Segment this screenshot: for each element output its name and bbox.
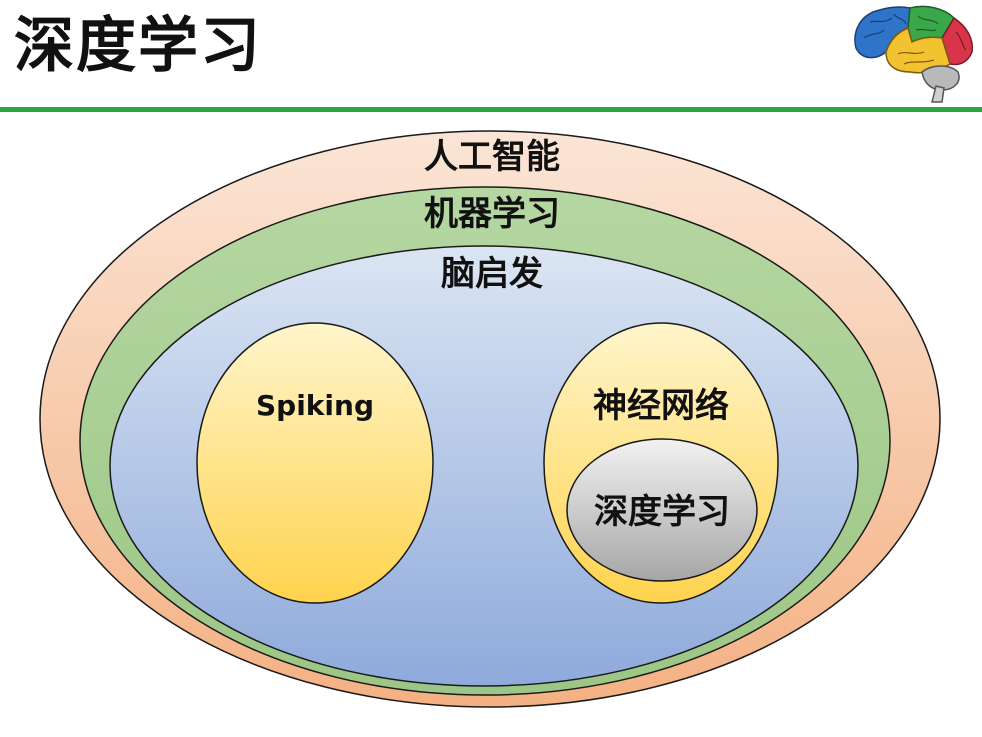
- deep-learning-label: 深度学习: [594, 492, 730, 532]
- ai-label: 人工智能: [424, 137, 560, 177]
- deep-learning-set: [566, 438, 758, 582]
- spiking-label: Spiking: [256, 389, 374, 422]
- ml-label: 机器学习: [424, 194, 560, 234]
- spiking-set: [196, 322, 434, 604]
- page-title: 深度学习: [14, 11, 262, 81]
- title-divider: [0, 107, 982, 112]
- venn-diagram: 人工智能 机器学习 脑启发 Spiking 神经网络 深度学习: [39, 130, 941, 708]
- neural-networks-label: 神经网络: [593, 386, 729, 426]
- brain-icon: [854, 5, 974, 103]
- brain-inspired-label: 脑启发: [441, 254, 543, 294]
